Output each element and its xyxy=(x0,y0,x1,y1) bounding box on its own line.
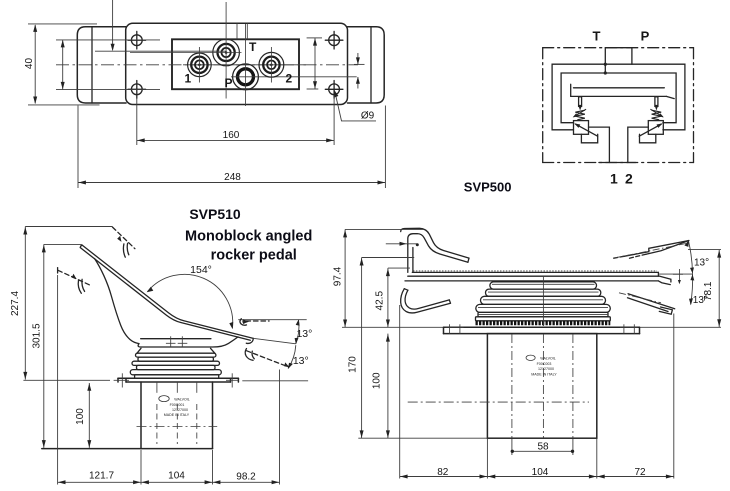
svg-text:78.1: 78.1 xyxy=(703,281,714,301)
svg-text:104: 104 xyxy=(532,467,549,478)
svg-text:SVP510: SVP510 xyxy=(189,206,241,222)
svg-text:MADE IN ITALY: MADE IN ITALY xyxy=(164,413,190,417)
svg-text:170: 170 xyxy=(348,356,359,373)
svg-text:1: 1 xyxy=(610,171,618,187)
svg-text:F00C003: F00C003 xyxy=(537,362,552,366)
svg-text:100: 100 xyxy=(75,408,86,425)
svg-text:121.7: 121.7 xyxy=(89,471,114,482)
svg-text:P: P xyxy=(225,76,233,90)
svg-text:100: 100 xyxy=(371,372,382,389)
svg-text:SVP500: SVP500 xyxy=(464,180,512,195)
svg-text:301.5: 301.5 xyxy=(32,323,43,348)
svg-text:13°: 13° xyxy=(293,355,309,367)
svg-text:T: T xyxy=(593,29,601,44)
svg-text:104: 104 xyxy=(168,471,185,482)
svg-text:58: 58 xyxy=(537,441,549,452)
svg-text:WALVOIL: WALVOIL xyxy=(540,356,556,360)
svg-text:rocker pedal: rocker pedal xyxy=(211,247,297,263)
svg-text:12127000: 12127000 xyxy=(172,408,188,412)
svg-text:98.2: 98.2 xyxy=(236,472,256,483)
svg-text:MADE IN ITALY: MADE IN ITALY xyxy=(531,373,557,377)
svg-text:13°: 13° xyxy=(296,328,312,340)
svg-text:227.4: 227.4 xyxy=(10,291,21,316)
svg-text:13°: 13° xyxy=(694,257,709,268)
svg-text:154°: 154° xyxy=(190,264,212,276)
svg-text:F00C001: F00C001 xyxy=(170,403,185,407)
svg-text:248: 248 xyxy=(224,172,241,183)
svg-text:T: T xyxy=(249,40,257,54)
svg-text:13°: 13° xyxy=(693,295,708,306)
svg-text:42.5: 42.5 xyxy=(374,291,385,311)
svg-text:160: 160 xyxy=(223,130,240,141)
svg-text:82: 82 xyxy=(437,467,449,478)
svg-text:WALVOIL: WALVOIL xyxy=(174,398,190,402)
svg-text:Ø9: Ø9 xyxy=(361,111,375,122)
svg-text:P: P xyxy=(641,29,650,44)
svg-text:40: 40 xyxy=(24,58,35,70)
svg-text:12127000: 12127000 xyxy=(538,367,554,371)
svg-text:1: 1 xyxy=(185,72,192,86)
svg-text:2: 2 xyxy=(286,72,293,86)
svg-text:Monoblock angled: Monoblock angled xyxy=(185,229,312,245)
svg-text:97.4: 97.4 xyxy=(332,266,343,286)
svg-text:72: 72 xyxy=(634,467,646,478)
svg-text:2: 2 xyxy=(625,171,633,187)
